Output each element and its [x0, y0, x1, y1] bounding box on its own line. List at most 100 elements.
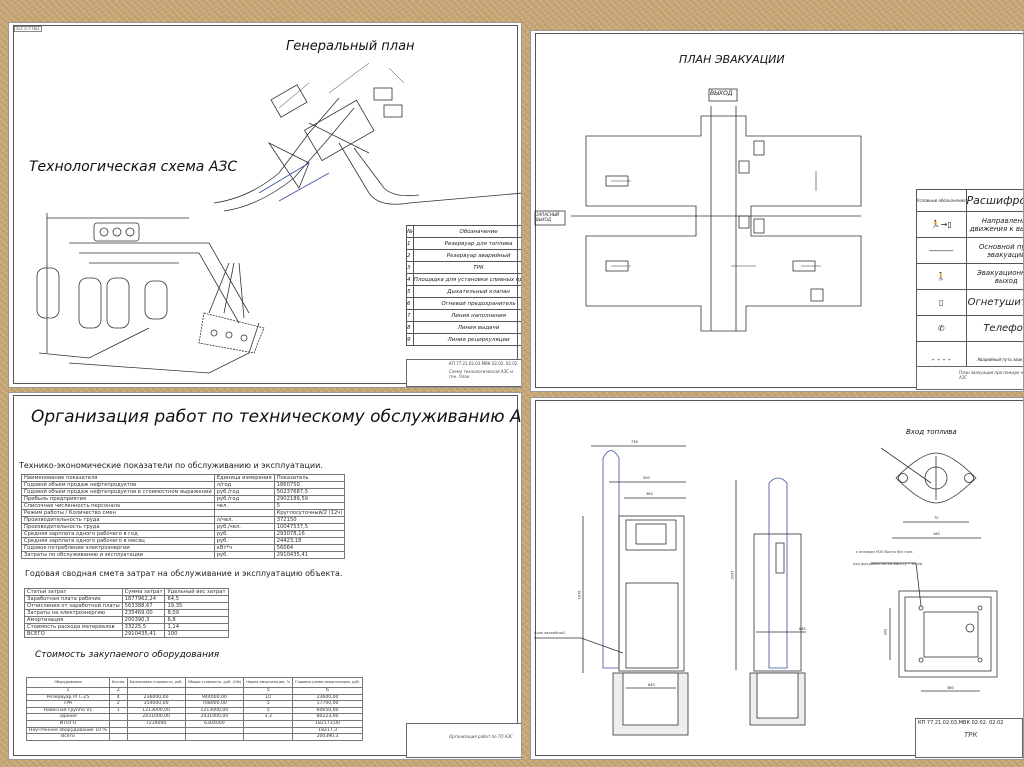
table-cell [243, 733, 294, 741]
dimension-label: 70 [934, 516, 939, 520]
table-cell: 2431000,00 [184, 713, 245, 721]
legend-row: ✆Телефон [916, 315, 1023, 342]
table-cell: Затраты на электроэнергию [24, 609, 123, 617]
table-cell: кВт*ч [213, 544, 275, 552]
table-cell: Всего [26, 733, 110, 741]
table-cell: Обозначение [412, 225, 521, 238]
table-cell: Неучтенное оборудование 10 % [26, 726, 110, 735]
main-path-line-icon: ――― [916, 237, 967, 264]
table-cell [126, 733, 186, 741]
table-cell: 1213000,00 [126, 706, 186, 715]
table-cell: 2 [108, 687, 128, 695]
table-cell: 235469,00 [121, 609, 166, 617]
table-row: Годовой объем продаж нефтепродуктов в ст… [21, 488, 346, 496]
table-cell: Огневой предохранитель [412, 297, 521, 310]
table-cell: Амортизация [24, 616, 123, 624]
table-cell: чел. [213, 502, 275, 510]
table-cell: 354000,00 [126, 700, 186, 708]
table-cell: 4 [406, 273, 414, 286]
legend-row: 🏃→▯Направление движения к выходу [916, 211, 1023, 238]
dimension-label: 363 [646, 492, 653, 496]
table-cell [108, 719, 128, 728]
table-cell: Балансовая стоимость, руб. [126, 677, 186, 688]
table-cell: 236000,00 [126, 693, 186, 702]
table-cell: Линия выдачи [412, 321, 521, 334]
exit-direction-icon: 🏃→▯ [916, 211, 967, 238]
table-cell: Статьи затрат [24, 588, 123, 596]
note-line-2: над фундаментом на высоту ~ 80 мм [853, 562, 923, 566]
table-cell: Режим работы / Количество смен [21, 509, 215, 517]
legend-row: ▯Огнетушитель [916, 289, 1023, 316]
table-cell: 5 [406, 285, 414, 298]
section3-title: Стоимость закупаемого оборудования [35, 650, 220, 660]
table-cell: 56064 [273, 544, 346, 552]
table-cell: руб./чел. [213, 523, 275, 531]
table-cell: л/год [213, 481, 275, 489]
table-cell: 1 [406, 237, 414, 250]
table-cell [184, 733, 245, 741]
table-cell: л/чел. [213, 516, 275, 524]
table-cell: Заработная плата рабочих [24, 595, 123, 603]
emergency-exit-label: ЗАПАСНЫЙ ВЫХОД [536, 212, 560, 222]
sheet-frame [13, 25, 518, 384]
table-cell: Отчисления от заработной платы [24, 602, 123, 610]
dimension-label: 380 [947, 686, 954, 690]
tech-scheme-title: Технологическая схема АЗС [29, 159, 238, 175]
table-cell: Затраты по обслуживанию и эксплуатации [21, 551, 215, 559]
evacuation-title: ПЛАН ЭВАКУАЦИИ [679, 53, 785, 66]
table-cell: Круглосуточный/2 (12ч) [273, 509, 346, 517]
table-cell: 64,5 [164, 595, 229, 603]
table-cell: 24423,18 [273, 537, 346, 545]
table-cell: 944000,00 [184, 693, 245, 702]
sheet-frame [535, 33, 1023, 388]
table-cell: Резервуар аварийный [412, 249, 521, 262]
table-cell: Годовая сумма амортизации, руб. [292, 677, 363, 688]
sheet-frame [535, 400, 1023, 756]
table-row: Неучтенное оборудование 10 %18217,3 [26, 726, 363, 735]
trk-drawing [534, 445, 998, 736]
dimension-label: 640 [648, 683, 655, 687]
table-cell: Удельный вес затрат [164, 588, 229, 596]
table-cell: Годовое потребление электроэнергии [21, 544, 215, 552]
table-cell: 2902189,59 [273, 495, 346, 503]
legend-text: Эвакуационный выход [965, 263, 1023, 290]
table-cell: 50237687,5 [273, 488, 346, 496]
table-cell [126, 726, 186, 735]
table-cell: 200390,3 [292, 733, 363, 741]
legend-text: Телефон [965, 315, 1023, 342]
table-cell: 60650,00 [292, 706, 363, 715]
table-cell: 3,3 [243, 713, 294, 721]
table-cell: 3 [406, 261, 414, 274]
table-cell: 5 [243, 687, 294, 695]
table-cell: 100 [164, 630, 229, 638]
table-cell: Площадка для установки сливных приборов [412, 273, 521, 286]
callout-label: Кран аварийный [534, 631, 565, 635]
fuel-inlet-title: Вход топлива [906, 428, 957, 436]
table-cell: 182173,00 [292, 719, 363, 728]
stamp-name: Схема технологическая АЗС и ген. План [449, 369, 513, 379]
dimension-label: 342 [883, 628, 888, 636]
table-cell: Линия наполнения [412, 309, 521, 322]
fire-extinguisher-icon: ▯ [916, 289, 967, 316]
table-cell: Дыхательный клапан [412, 285, 521, 298]
legend-text: Направление движения к выходу [965, 211, 1023, 238]
table-cell [184, 687, 245, 695]
table-cell: Навесная группа V1 [26, 706, 110, 715]
table-cell: 2910435,41 [273, 551, 346, 559]
dimension-label: 2437 [730, 570, 735, 580]
